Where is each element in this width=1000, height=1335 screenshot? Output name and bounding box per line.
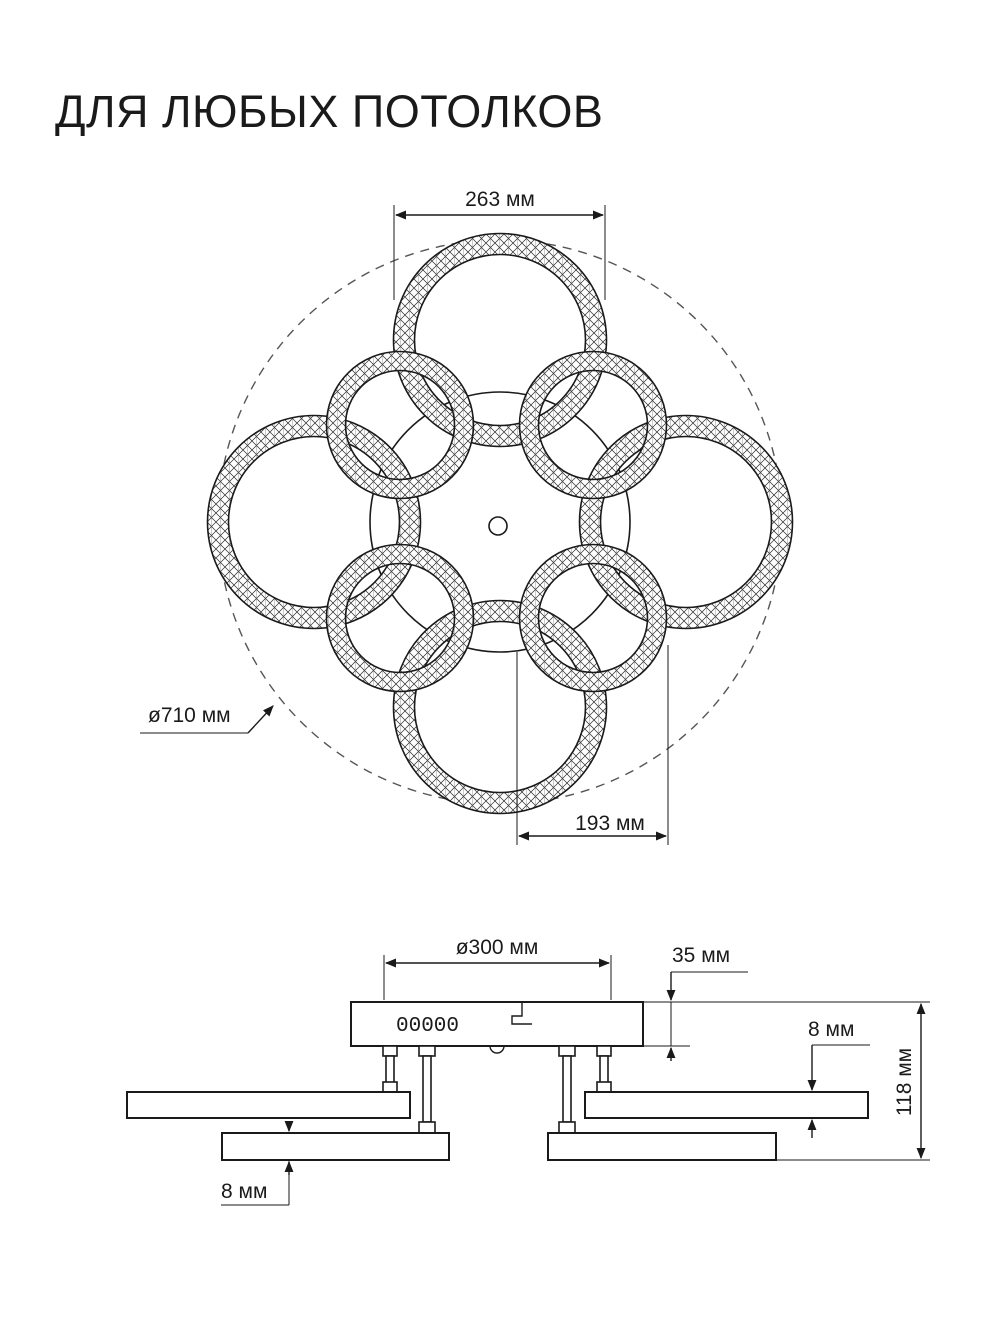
page-title: ДЛЯ ЛЮБЫХ ПОТОЛКОВ bbox=[55, 86, 604, 137]
center-mount-hole bbox=[488, 516, 508, 536]
dimension-ring-thickness-right: 8 мм bbox=[807, 1018, 870, 1138]
base-height-label: 35 мм bbox=[672, 944, 730, 967]
terminal-block-label: 00000 bbox=[396, 1015, 459, 1038]
large-ring-top bbox=[393, 233, 607, 447]
total-height-label: 118 мм bbox=[893, 1048, 916, 1116]
small-ring-top-left bbox=[326, 351, 474, 499]
center-knob bbox=[489, 1045, 505, 1054]
small-rings bbox=[325, 350, 668, 693]
large-ring-left bbox=[207, 415, 421, 629]
side-ring-lower-right bbox=[547, 1132, 777, 1161]
dimension-base-diameter: ø300 мм bbox=[383, 936, 612, 1000]
mount-bracket-icon bbox=[511, 1002, 532, 1025]
small-ring-bottom-left bbox=[326, 544, 474, 692]
small-ring-offset-label: 193 мм bbox=[575, 812, 645, 835]
ring-diameter-label: 263 мм bbox=[465, 188, 535, 211]
dimension-ring-diameter: 263 мм bbox=[393, 188, 606, 300]
small-ring-bottom-right bbox=[519, 544, 667, 692]
ring-thickness-right-label: 8 мм bbox=[808, 1018, 854, 1041]
dimension-base-height: 35 мм bbox=[643, 944, 748, 1061]
large-rings bbox=[206, 232, 794, 815]
dimension-small-ring-offset: 193 мм bbox=[516, 645, 669, 845]
side-view: 00000 ø300 мм bbox=[126, 936, 930, 1206]
small-ring-top-right bbox=[519, 351, 667, 499]
large-ring-bottom bbox=[393, 600, 607, 814]
large-ring-right bbox=[579, 415, 793, 629]
side-base-box bbox=[350, 1001, 644, 1047]
overall-diameter-label: ø710 мм bbox=[148, 704, 231, 727]
side-ring-lower-left bbox=[221, 1132, 450, 1161]
dimension-ring-thickness-left: 8 мм bbox=[221, 1120, 294, 1206]
base-diameter-label: ø300 мм bbox=[456, 936, 539, 959]
side-ring-upper-right bbox=[584, 1091, 869, 1119]
dimension-overall-diameter: ø710 мм bbox=[140, 704, 274, 734]
dimension-total-height: 118 мм bbox=[643, 1001, 930, 1161]
side-ring-upper-left bbox=[126, 1091, 411, 1119]
ring-thickness-left-label: 8 мм bbox=[221, 1180, 267, 1203]
top-view: 263 мм ø710 мм 193 мм bbox=[140, 188, 794, 845]
support-posts bbox=[382, 1045, 612, 1134]
